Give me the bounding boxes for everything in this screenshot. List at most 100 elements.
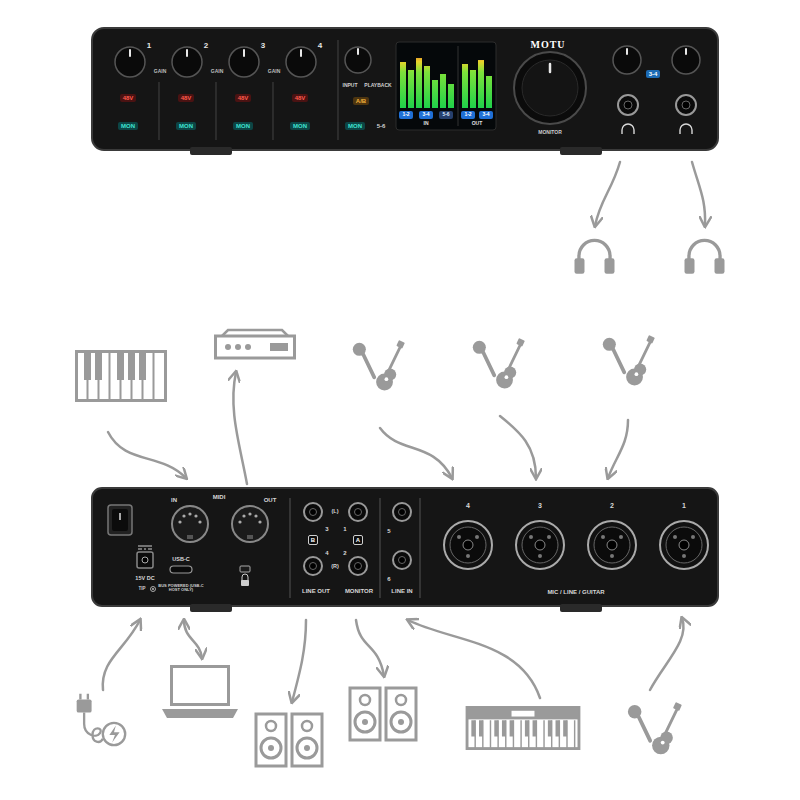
- power-switch: [112, 509, 128, 531]
- combo-jack: [444, 521, 492, 569]
- channel-number: 3: [538, 502, 542, 509]
- lock-slot: [240, 566, 250, 572]
- usb-port: [170, 566, 192, 573]
- meter-display: [458, 46, 459, 126]
- button-label: 1-2: [402, 111, 409, 117]
- signal-arrow: [608, 420, 628, 478]
- trs-jack: [349, 557, 367, 575]
- combo-jack: [619, 535, 623, 539]
- monitor-knob: [514, 52, 586, 124]
- phantom-power-button: 48V: [178, 94, 195, 103]
- midi-port: [232, 506, 268, 542]
- trs-jack: [355, 563, 362, 570]
- channel-number: 5: [387, 528, 390, 534]
- back-panel: [92, 488, 718, 606]
- section-label: MONITOR: [345, 588, 373, 594]
- phantom-power-button: 48V: [120, 94, 137, 103]
- device-icon: [628, 702, 682, 754]
- power-switch: [108, 505, 132, 535]
- monitor-button: MON: [176, 122, 196, 131]
- channel-number: 1: [147, 42, 151, 50]
- combo-jack: [529, 535, 533, 539]
- meter-display: [416, 58, 422, 108]
- knob-indicator: [186, 50, 188, 56]
- meter-display: [396, 42, 496, 130]
- trs-jack: [355, 509, 362, 516]
- meter-display: [400, 62, 406, 108]
- dc-jack: [138, 546, 152, 549]
- back-panel: [190, 604, 232, 612]
- combo-jack: [450, 527, 486, 563]
- device-icon: [353, 340, 405, 390]
- front-panel: [92, 28, 718, 155]
- section-divider: [419, 498, 420, 598]
- meter-group-label: IN: [424, 121, 429, 126]
- combo-jack: [588, 521, 636, 569]
- combo-jack: [660, 521, 708, 569]
- gain-knob: [115, 47, 145, 77]
- midi-port: [178, 520, 181, 523]
- meter-display: [408, 70, 414, 108]
- channel-number: 2: [610, 502, 614, 509]
- combo-jack: [516, 521, 564, 569]
- headphone-jack: [618, 95, 638, 115]
- channel-number: 3: [261, 42, 265, 50]
- headphone-glyph: [622, 124, 634, 134]
- port-label: 15V DC: [135, 576, 154, 582]
- phantom-power-button: 48V: [292, 94, 309, 103]
- midi-port: [258, 520, 261, 523]
- midi-port: [247, 535, 253, 539]
- knob-indicator: [300, 50, 302, 56]
- combo-jack: [457, 535, 461, 539]
- button-label: A/B: [356, 98, 366, 104]
- meter-display: [440, 74, 446, 108]
- midi-port: [172, 506, 208, 542]
- trs-jack: [310, 563, 317, 570]
- gain-knob: [115, 47, 316, 77]
- mix-knob: [345, 47, 371, 73]
- channel-divider: [158, 82, 159, 140]
- meter-channel-tag: 1-2: [461, 111, 474, 119]
- meter-channel-tag: 5-6: [439, 111, 452, 119]
- port-label: IN: [171, 497, 177, 503]
- button-label: MON: [179, 123, 193, 129]
- combo-jack: [601, 535, 605, 539]
- dc-jack: [151, 587, 156, 592]
- trs-jack: [399, 509, 406, 516]
- trs-jack: [393, 503, 411, 521]
- combo-jack: [466, 554, 470, 558]
- trs-jack: [304, 503, 322, 521]
- combo-jack: [475, 535, 479, 539]
- power-switch: [119, 513, 121, 520]
- gain-knob: [172, 47, 202, 77]
- section-divider: [290, 498, 420, 598]
- device-icon: [256, 714, 322, 766]
- monitor-button: MON: [118, 122, 138, 131]
- channel-number: 1: [682, 502, 686, 509]
- channel-number: 2: [204, 42, 208, 50]
- signal-arrow: [595, 162, 620, 226]
- channel-side: (L): [331, 509, 338, 515]
- button-label: 48V: [238, 95, 249, 101]
- device-icon: [162, 667, 238, 719]
- trs-jack: [310, 509, 317, 516]
- meter-group-label: OUT: [472, 121, 483, 126]
- device-icon: [473, 338, 525, 388]
- channel-divider: [272, 82, 273, 140]
- button-label: 3-4: [422, 111, 429, 117]
- combo-jack: [673, 535, 677, 539]
- meter-display: [486, 76, 492, 108]
- brand-logo: MOTU: [530, 40, 565, 51]
- section-divider: [379, 498, 380, 598]
- midi-port: [238, 520, 241, 523]
- midi-port: [198, 520, 201, 523]
- button-label: 3-4: [649, 71, 658, 77]
- gain-label: GAIN: [154, 69, 167, 74]
- channel-divider: [159, 40, 338, 140]
- midi-port: [182, 514, 185, 517]
- monitor-button: MON: [233, 122, 253, 131]
- signal-arrow: [103, 162, 705, 702]
- signal-arrow: [108, 432, 186, 478]
- section-label: LINE IN: [391, 588, 412, 594]
